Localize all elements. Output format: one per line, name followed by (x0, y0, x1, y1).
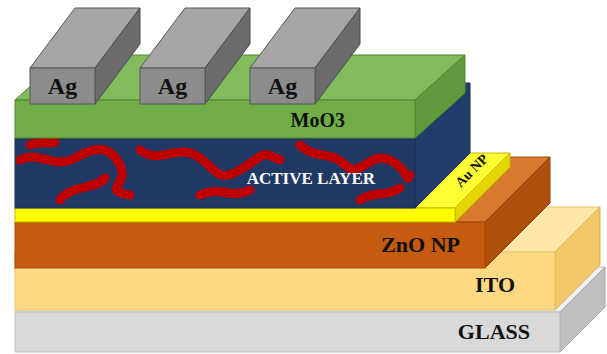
layer-band: ACTIVE LAYER (15, 138, 415, 208)
ag-front (250, 68, 315, 104)
ag-front (140, 68, 205, 104)
electrode-box: Ag (140, 68, 205, 104)
blend-domains (20, 142, 410, 200)
electrode-box: Ag (250, 68, 315, 104)
layer-band: ITO (15, 252, 555, 310)
au-front (15, 208, 455, 222)
glass-front (15, 312, 560, 352)
ag-front (30, 68, 95, 104)
zno-front (15, 222, 485, 268)
active-front (15, 138, 415, 208)
ag-side (315, 8, 360, 104)
ito-side (555, 207, 600, 310)
moo3-side (415, 55, 465, 138)
layer-label: ZnO NP (381, 233, 460, 257)
layer-band: MoO3 (15, 100, 415, 138)
layer-label: MoO3 (291, 109, 345, 131)
layer-band: GLASS (15, 312, 560, 352)
ag-side (205, 8, 250, 104)
layer-band: ZnO NP (15, 222, 485, 268)
layer-label: Ag (48, 73, 77, 99)
layer-label: ACTIVE LAYER (247, 170, 375, 189)
layer-label: Ag (158, 73, 187, 99)
electrode-box: Ag (30, 68, 95, 104)
layer-label: ITO (475, 273, 515, 297)
moo3-front (15, 100, 415, 138)
layer-label: GLASS (458, 320, 530, 344)
ag-side (95, 8, 140, 104)
layer-label: Ag (268, 73, 297, 99)
